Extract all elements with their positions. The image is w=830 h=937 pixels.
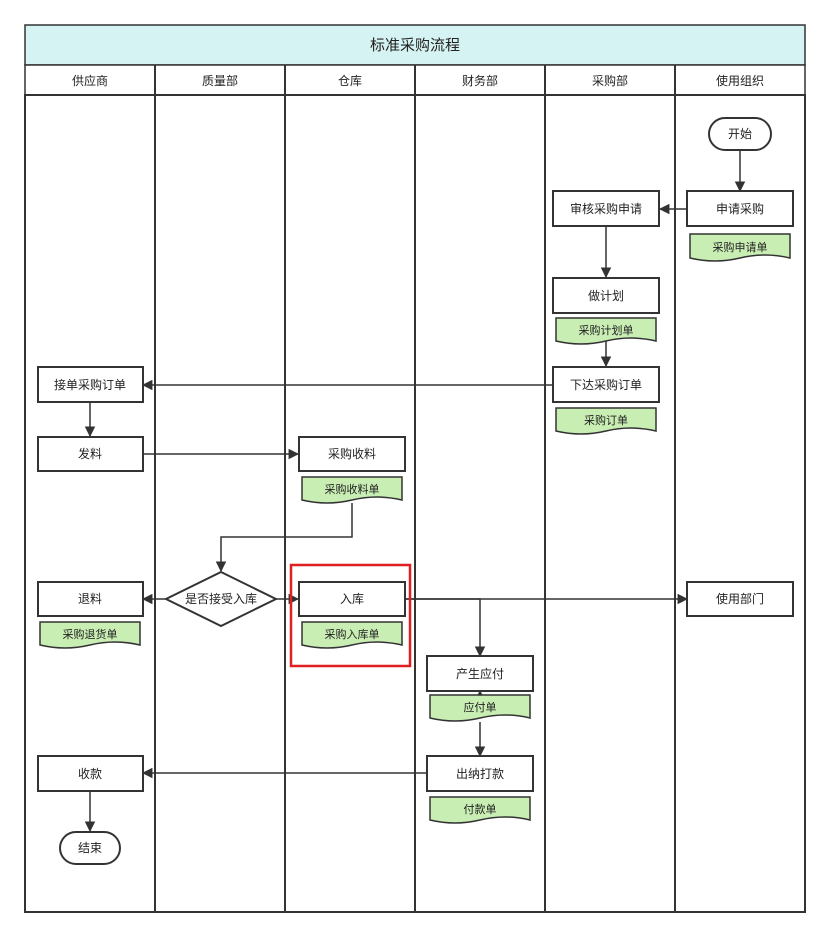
svg-text:申请采购: 申请采购: [716, 201, 764, 216]
node-end[interactable]: 结束: [59, 831, 121, 865]
node-ship-goods[interactable]: 发料: [37, 436, 144, 472]
svg-text:采购入库单: 采购入库单: [325, 627, 380, 641]
edges: [84, 150, 746, 833]
lane-header-quality: 质量部: [202, 73, 238, 88]
lane-header-warehouse: 仓库: [338, 73, 362, 88]
svg-text:收款: 收款: [78, 767, 102, 781]
node-accept-decision[interactable]: 是否接受入库: [163, 570, 279, 628]
svg-text:使用部门: 使用部门: [716, 591, 764, 606]
node-return-goods[interactable]: 退料: [37, 581, 144, 617]
svg-text:采购收料单: 采购收料单: [325, 482, 380, 496]
svg-text:入库: 入库: [340, 591, 364, 606]
svg-text:接单采购订单: 接单采购订单: [54, 377, 126, 392]
node-accept-order[interactable]: 接单采购订单: [37, 366, 144, 403]
lane-header-user-org: 使用组织: [716, 73, 764, 88]
svg-text:退料: 退料: [78, 592, 102, 606]
doc-plan-form[interactable]: 采购计划单: [555, 317, 657, 345]
node-cashier-pay[interactable]: 出纳打款: [426, 755, 534, 792]
svg-text:发料: 发料: [78, 446, 102, 461]
svg-text:是否接受入库: 是否接受入库: [185, 591, 257, 606]
doc-inbound-form[interactable]: 采购入库单: [301, 621, 403, 649]
edge-receipt-to-decision: [215, 503, 353, 573]
node-make-plan[interactable]: 做计划: [552, 277, 660, 314]
node-apply-purchase[interactable]: 申请采购: [686, 190, 794, 227]
diagram-title: 标准采购流程: [370, 36, 460, 54]
svg-text:审核采购申请: 审核采购申请: [570, 201, 642, 216]
doc-order-form[interactable]: 采购订单: [555, 407, 657, 435]
svg-text:下达采购订单: 下达采购订单: [570, 377, 642, 392]
doc-payment-form[interactable]: 付款单: [429, 796, 531, 824]
svg-text:出纳打款: 出纳打款: [456, 767, 504, 781]
svg-text:结束: 结束: [78, 841, 102, 855]
node-start[interactable]: 开始: [708, 117, 772, 151]
svg-text:采购计划单: 采购计划单: [579, 323, 634, 337]
lane-header-purchasing: 采购部: [592, 73, 628, 88]
doc-return-form[interactable]: 采购退货单: [39, 621, 141, 649]
svg-text:产生应付: 产生应付: [456, 666, 504, 681]
lane-header-supplier: 供应商: [72, 73, 108, 88]
node-use-dept[interactable]: 使用部门: [686, 581, 794, 617]
doc-receipt-form[interactable]: 采购收料单: [301, 476, 403, 504]
svg-text:采购退货单: 采购退货单: [63, 627, 118, 641]
edge-warehousing-to-payable: [406, 598, 486, 658]
node-warehousing[interactable]: 入库: [298, 581, 406, 617]
svg-text:应付单: 应付单: [464, 700, 497, 714]
svg-text:采购申请单: 采购申请单: [713, 240, 768, 254]
node-collect-payment[interactable]: 收款: [37, 755, 144, 792]
svg-text:开始: 开始: [728, 127, 752, 141]
title-band: [24, 24, 806, 66]
svg-text:采购订单: 采购订单: [584, 413, 628, 427]
node-issue-order[interactable]: 下达采购订单: [552, 366, 660, 403]
highlight-frame: [289, 563, 412, 668]
svg-text:做计划: 做计划: [588, 288, 624, 303]
node-receive-goods[interactable]: 采购收料: [298, 436, 406, 472]
node-payable[interactable]: 产生应付: [426, 655, 534, 692]
svg-text:采购收料: 采购收料: [328, 446, 376, 461]
doc-request-form[interactable]: 采购申请单: [689, 233, 791, 262]
node-review-request[interactable]: 审核采购申请: [552, 190, 660, 227]
lane-header-finance: 财务部: [462, 73, 498, 88]
lane-dividers: [154, 65, 676, 912]
doc-payable-form[interactable]: 应付单: [429, 694, 531, 722]
svg-text:付款单: 付款单: [464, 802, 497, 816]
